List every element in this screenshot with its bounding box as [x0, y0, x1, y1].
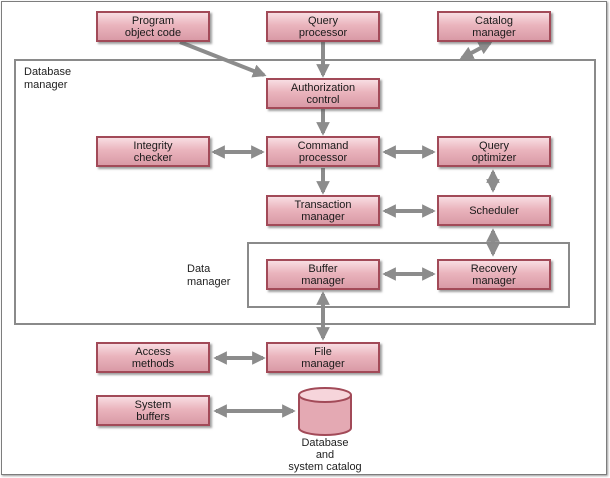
- system-buffers-box: System buffers: [96, 395, 210, 426]
- database-catalog-label: Database and system catalog: [288, 437, 362, 473]
- arrow-program-to-authorization: [179, 40, 267, 78]
- file-manager-box: File manager: [266, 342, 380, 373]
- database-manager-label: Database manager: [24, 66, 72, 91]
- transaction-manager-box: Transaction manager: [266, 195, 380, 226]
- authorization-control-box: Authorization control: [266, 78, 380, 109]
- query-processor-box: Query processor: [266, 11, 380, 42]
- scheduler-box: Scheduler: [437, 195, 551, 226]
- access-methods-box: Access methods: [96, 342, 210, 373]
- buffer-manager-box: Buffer manager: [266, 259, 380, 290]
- command-processor-box: Command processor: [266, 136, 380, 167]
- query-optimizer-box: Query optimizer: [437, 136, 551, 167]
- arrow-catalog-manager-to-frame: [459, 41, 493, 60]
- integrity-checker-box: Integrity checker: [96, 136, 210, 167]
- program-object-code-box: Program object code: [96, 11, 210, 42]
- database-cylinder-icon: [298, 387, 352, 436]
- database-manager-region: [14, 59, 596, 325]
- recovery-manager-box: Recovery manager: [437, 259, 551, 290]
- data-manager-label: Data manager: [187, 263, 231, 288]
- catalog-manager-box: Catalog manager: [437, 11, 551, 42]
- data-manager-region: [247, 242, 570, 308]
